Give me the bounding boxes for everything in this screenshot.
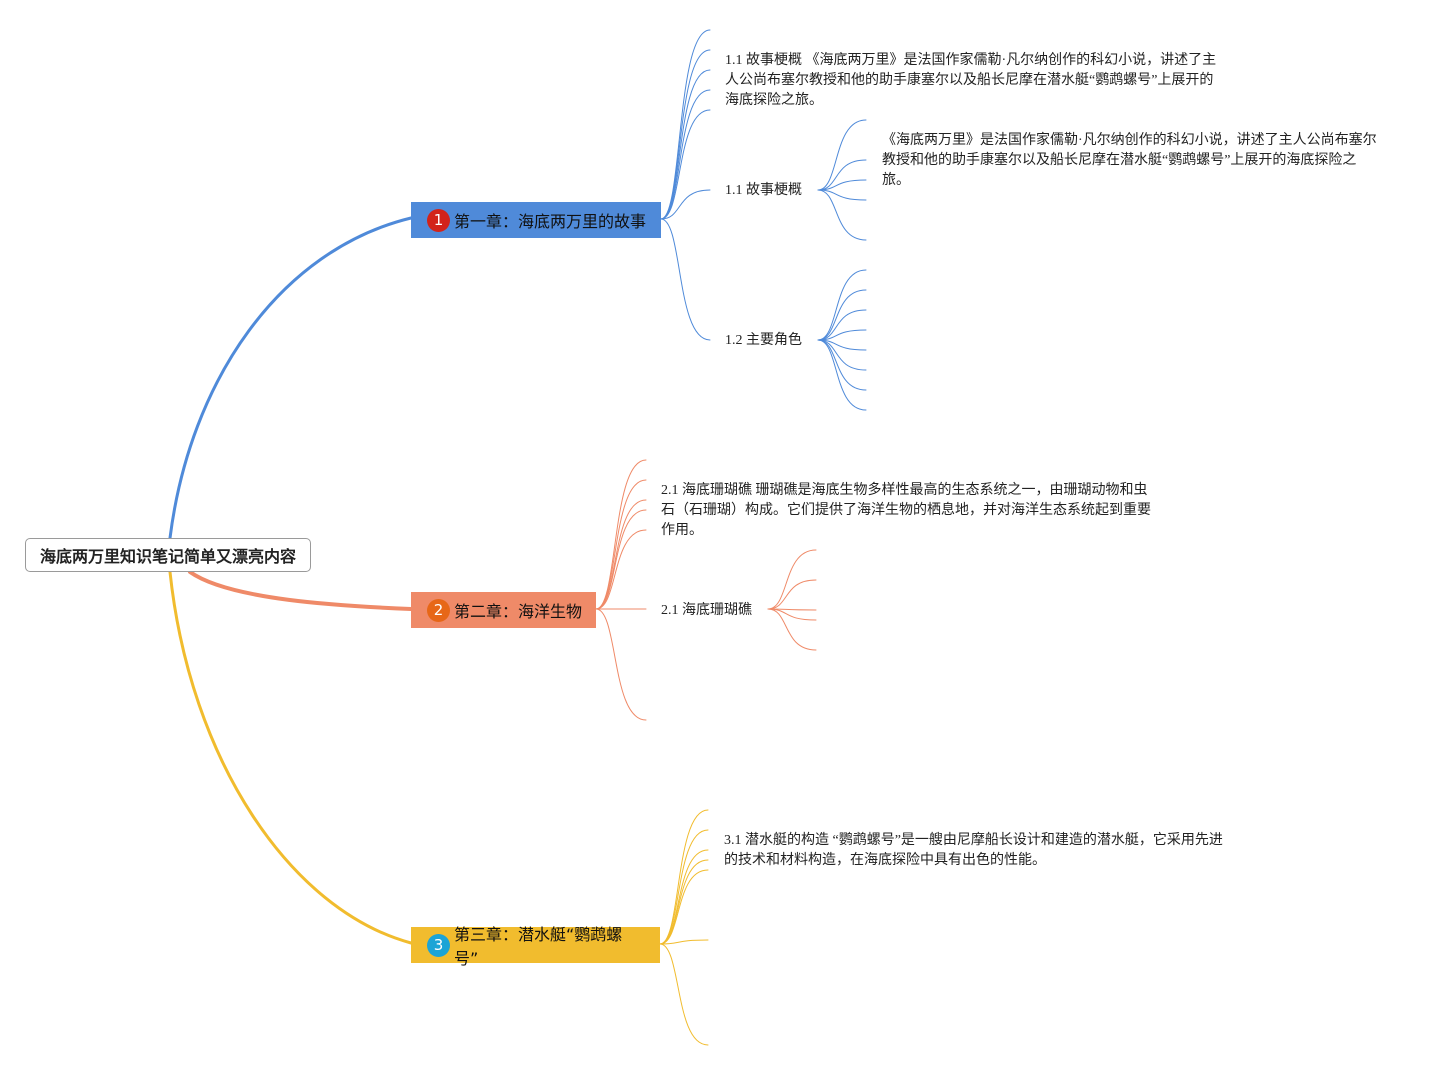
sub-branch-line	[595, 608, 647, 721]
branch-line-chapter-1	[168, 216, 413, 540]
detail-branch-line	[817, 269, 867, 341]
detail-branch-line	[767, 579, 817, 610]
sub-branch-line	[660, 49, 711, 220]
detail-branch-line	[817, 179, 867, 191]
topic-summary-1-1[interactable]: 1.1 故事梗概 《海底两万里》是法国作家儒勒·凡尔纳创作的科幻小说，讲述了主人…	[725, 53, 1217, 108]
chapter-number-badge: 2	[427, 598, 450, 622]
chapter-title: 第三章：潜水艇“鹦鹉螺号”	[454, 925, 623, 968]
branch-line-chapter-3	[168, 570, 413, 945]
chapter-number-badge: 3	[427, 933, 450, 957]
sub-branch-line	[659, 939, 709, 945]
chapter-1-topic[interactable]: 1 第一章：海底两万里的故事	[411, 202, 661, 238]
topic-2-1-coral-reef[interactable]: 2.1 海底珊瑚礁	[661, 603, 752, 618]
sub-branch-line	[660, 218, 711, 341]
sub-branch-line	[660, 109, 711, 220]
detail-branch-line	[817, 289, 867, 341]
sub-branch-line	[595, 529, 647, 610]
detail-branch-line	[817, 329, 867, 341]
detail-branch-line	[767, 608, 817, 621]
detail-branch-line	[817, 189, 867, 241]
topic-summary-3-1[interactable]: 3.1 潜水艇的构造 “鹦鹉螺号”是一艘由尼摩船长设计和建造的潜水艇，它采用先进…	[724, 833, 1223, 868]
topic-1-2-main-characters[interactable]: 1.2 主要角色	[725, 333, 802, 348]
branch-line-chapter-2	[188, 570, 413, 611]
chapter-title: 第二章：海洋生物	[454, 602, 583, 621]
sub-branch-line	[595, 459, 647, 610]
chapter-3-topic[interactable]: 3 第三章：潜水艇“鹦鹉螺号”	[411, 925, 660, 968]
sub-branch-line	[595, 509, 647, 610]
detail-branch-line	[817, 339, 867, 371]
sub-branch-line	[660, 89, 711, 220]
detail-branch-line	[817, 339, 867, 411]
chapter-title: 第一章：海底两万里的故事	[454, 212, 647, 231]
sub-branch-line	[659, 869, 709, 945]
detail-branch-line	[817, 119, 867, 191]
sub-branch-line	[595, 479, 647, 610]
detail-branch-line	[817, 189, 867, 201]
sub-branch-line	[659, 809, 709, 945]
topic-summary-2-1[interactable]: 2.1 海底珊瑚礁 珊瑚礁是海底生物多样性最高的生态系统之一，由珊瑚动物和虫石（…	[661, 483, 1151, 538]
detail-branch-line	[817, 339, 867, 391]
sub-branch-line	[659, 859, 709, 945]
detail-branch-line	[817, 309, 867, 341]
detail-branch-line	[767, 608, 817, 651]
sub-branch-line	[660, 189, 711, 220]
detail-branch-line	[767, 549, 817, 610]
sub-branch-line	[660, 69, 711, 220]
detail-branch-line	[817, 159, 867, 191]
sub-branch-line	[659, 829, 709, 945]
chapter-number-badge: 1	[427, 208, 450, 232]
topic-1-1-detail[interactable]: 《海底两万里》是法国作家儒勒·凡尔纳创作的科幻小说，讲述了主人公尚布塞尔教授和他…	[882, 133, 1377, 188]
root-topic[interactable]: 海底两万里知识笔记简单又漂亮内容	[25, 538, 311, 572]
chapter-2-topic[interactable]: 2 第二章：海洋生物	[411, 592, 596, 628]
sub-branch-line	[659, 943, 709, 1046]
topic-1-1-story-outline[interactable]: 1.1 故事梗概	[725, 183, 802, 198]
